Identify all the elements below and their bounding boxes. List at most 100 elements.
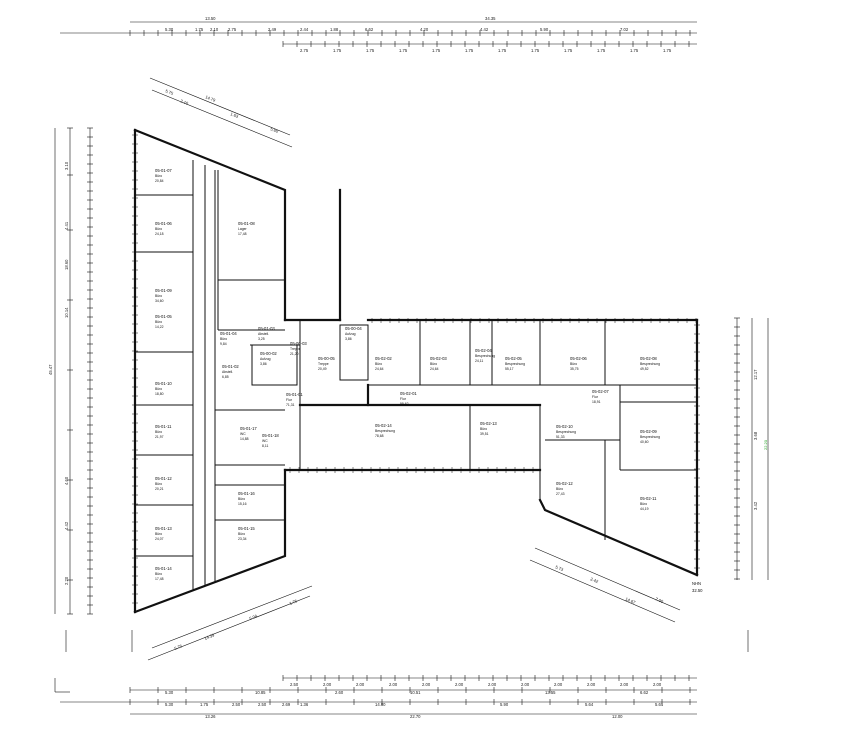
top-dim-row3-label: 1.75 (630, 48, 639, 53)
bottom-dim-upper-label: 2.00 (653, 682, 662, 687)
top-dim-row2-label: 5.90 (540, 27, 549, 32)
room-area: 14,22 (155, 325, 164, 329)
room-name: Büro (220, 337, 227, 341)
diag-dim-label: 5.73 (555, 564, 565, 572)
room-area: 18,91 (592, 400, 601, 404)
room-name: Büro (155, 294, 162, 298)
bottom-dim-row2-label: 1.36 (300, 702, 309, 707)
room-name: Abstell. (222, 370, 233, 374)
room-area: 49,52 (640, 367, 649, 371)
diag-dim-label: 5.60 (270, 126, 280, 134)
bottom-dim-row3-label: 12.00 (612, 714, 623, 719)
room-name: Aufzug (345, 332, 356, 336)
room-area: 3,86 (260, 362, 267, 366)
room-name: Besprechung (556, 430, 576, 434)
top-dim-row3-label: 1.75 (597, 48, 606, 53)
left-dim-label: 3.10 (64, 161, 69, 170)
top-dim-row2-label: 4.20 (420, 27, 429, 32)
bottom-dim-row1-label: 13.55 (545, 690, 556, 695)
room-area: 23,34 (238, 537, 247, 541)
origin-axis-marker (54, 678, 70, 693)
room-name: Büro (375, 362, 382, 366)
top-dim-row2-label: 2.49 (268, 27, 277, 32)
room-id: 05-02-11 (640, 496, 657, 501)
room-id: 05-02-01 (400, 391, 417, 396)
bottom-dim-row2-label: 5.30 (165, 702, 174, 707)
top-dim-row2-label: 2.10 (210, 27, 219, 32)
diag-dim-label: 1.63 (230, 111, 240, 119)
room-id: 05-01-06 (155, 221, 172, 226)
left-dim-label: 2.20 (64, 576, 69, 585)
diag-dim-label: 7.00 (655, 596, 665, 604)
room-id: 05-01-01 (286, 392, 303, 397)
left-dim-label: 4.42 (64, 521, 69, 530)
room-id: 05-02-08 (640, 356, 657, 361)
room-name: Flur (592, 395, 599, 399)
bottom-dim-row2-label: 2.50 (232, 702, 241, 707)
bottom-dim-upper-label: 2.00 (488, 682, 497, 687)
room-name: Büro (238, 532, 245, 536)
room-id: 05-02-03 (430, 356, 447, 361)
left-dim-label: 10.14 (64, 307, 69, 318)
left-dim-label: 4.41 (64, 221, 69, 230)
bottom-dim-upper-label: 2.00 (356, 682, 365, 687)
room-id: 05-00-04 (345, 326, 362, 331)
bottom-dim-row2-label: 1.75 (200, 702, 209, 707)
bottom-dim-upper-label: 2.00 (455, 682, 464, 687)
room-name: Büro (570, 362, 577, 366)
room-area: 55,17 (505, 367, 514, 371)
room-name: Flur (286, 398, 293, 402)
room-id: 05-01-15 (238, 526, 255, 531)
top-dim-row2-label: 2.75 (228, 27, 237, 32)
diag-dim-label: 14.39 (204, 632, 216, 641)
room-name: Büro (155, 174, 162, 178)
room-area: 44,19 (640, 507, 649, 511)
room-area: 99,62 (400, 402, 409, 406)
bottom-dim-row3-label: 22.70 (410, 714, 421, 719)
room-id: 05-01-04 (220, 331, 237, 336)
bottom-dim-row1-label: 6.62 (640, 690, 649, 695)
top-dim-row3-label: 1.75 (432, 48, 441, 53)
level-marker-label: NHN (692, 581, 701, 586)
top-dim-row2-label: 1.75 (195, 27, 204, 32)
top-dim-row2-label: 5.30 (165, 27, 174, 32)
room-name: Büro (480, 427, 487, 431)
bottom-dim-row2-label: 5.64 (585, 702, 594, 707)
building-walls (133, 128, 699, 614)
right-dim-label: 12.17 (753, 369, 758, 380)
top-dim-row2-label: 1.88 (330, 27, 339, 32)
bottom-dim-row1-label: 10.51 (410, 690, 421, 695)
room-name: Büro (155, 227, 162, 231)
room-area: 27,43 (556, 492, 565, 496)
room-id: 05-02-13 (480, 421, 497, 426)
room-area: 24,11 (475, 359, 483, 363)
room-id: 05-02-05 (505, 356, 522, 361)
room-name: Büro (155, 430, 162, 434)
level-marker-value: 32.50 (692, 588, 703, 593)
room-area: 8,11 (262, 444, 268, 448)
room-name: Besprechung (375, 429, 395, 433)
room-name: Büro (155, 320, 162, 324)
bottom-dim-upper-label: 2.00 (620, 682, 629, 687)
room-area: 6,85 (222, 375, 229, 379)
diag-dim-label: 2.42 (590, 576, 600, 584)
room-area: 24,64 (430, 367, 439, 371)
bottom-dim-upper-label: 2.00 (587, 682, 596, 687)
room-name: WC (240, 432, 246, 436)
bottom-dim-upper-label: 2.00 (521, 682, 530, 687)
room-name: Büro (238, 497, 245, 501)
room-name: Büro (155, 532, 162, 536)
room-area: 24,07 (155, 537, 164, 541)
room-id: 05-02-10 (556, 424, 573, 429)
bottom-dim-row3-label: 13.26 (205, 714, 216, 719)
bottom-dim-row2-label: 2.50 (258, 702, 267, 707)
room-area: 21,20 (290, 352, 299, 356)
right-dim-label: 3.68 (753, 431, 758, 440)
bottom-dim-upper-label: 2.00 (323, 682, 332, 687)
diag-dim-label: 14.67 (625, 596, 637, 605)
top-dim-row3-label: 2.75 (300, 48, 309, 53)
room-area: 71,31 (286, 403, 295, 407)
